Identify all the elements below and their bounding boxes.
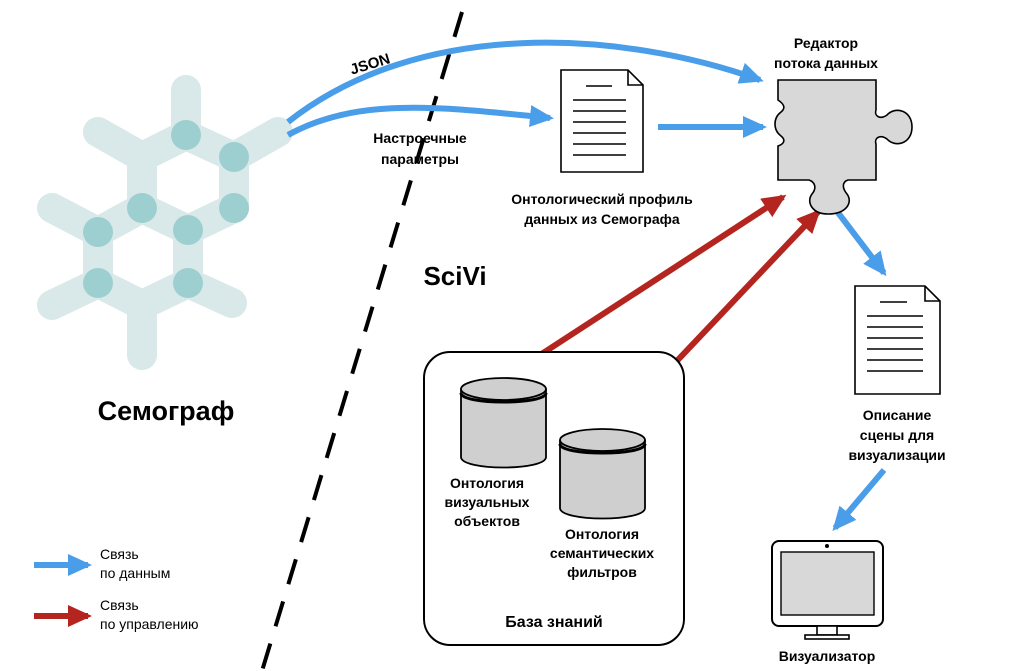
profile-label-line1: Онтологический профиль xyxy=(511,191,693,207)
knowledge-base-label: База знаний xyxy=(505,614,603,631)
visual-ontology-label-line2: визуальных xyxy=(445,494,530,510)
legend-data-label-line2: по данным xyxy=(100,565,170,581)
legend-control-label-line2: по управлению xyxy=(100,616,199,632)
legend: Связь по данным Связь по управлению xyxy=(34,546,199,632)
json-arrow xyxy=(286,39,764,125)
scene-to-visualizer-arrow xyxy=(832,468,887,532)
molecule-icon xyxy=(37,75,293,370)
database-cylinder-icon xyxy=(558,428,647,520)
legend-data-label-line1: Связь xyxy=(100,546,139,562)
semantic-ontology-label-line1: Онтология xyxy=(565,526,639,542)
visual-ontology-label-line1: Онтология xyxy=(450,475,524,491)
semantic-ontology-label-line3: фильтров xyxy=(567,564,637,580)
database-cylinder-icon xyxy=(459,377,548,469)
document-icon xyxy=(854,285,941,395)
legend-control-label-line1: Связь xyxy=(100,597,139,613)
semantic-ontology-label-line2: семантических xyxy=(550,545,654,561)
scene-label-line1: Описание xyxy=(863,407,932,423)
editor-label-line2: потока данных xyxy=(774,55,878,71)
scene-label-line3: визуализации xyxy=(848,447,945,463)
tuning-params-label-line1: Настроечные xyxy=(373,130,467,146)
system-boundary-line xyxy=(260,11,464,671)
editor-to-scene-arrow xyxy=(833,208,887,277)
editor-label-line1: Редактор xyxy=(794,35,858,51)
monitor-icon xyxy=(771,540,884,640)
semograph-label: Семограф xyxy=(98,396,235,426)
profile-label-line2: данных из Семографа xyxy=(524,211,680,227)
tuning-params-label-line2: параметры xyxy=(381,151,459,167)
visualizer-label: Визуализатор xyxy=(779,648,876,664)
tuning-params-arrow xyxy=(286,104,554,138)
document-icon xyxy=(560,69,644,173)
puzzle-piece-icon xyxy=(774,79,913,215)
scene-label-line2: сцены для xyxy=(860,427,934,443)
visual-ontology-label-line3: объектов xyxy=(454,513,520,529)
scivi-label: SciVi xyxy=(423,261,486,291)
